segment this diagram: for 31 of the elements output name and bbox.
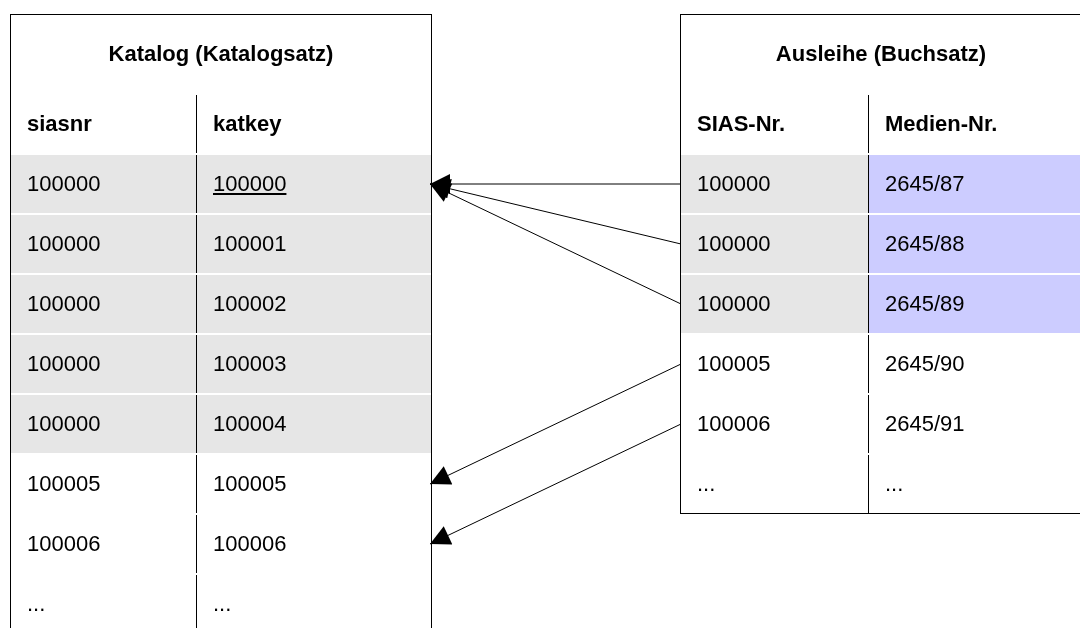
table-row — [681, 215, 1080, 273]
column-header: Medien-Nr. — [884, 110, 999, 138]
table-row — [11, 275, 431, 333]
table-cell: 2645/89 — [869, 275, 1080, 333]
table-row — [11, 395, 431, 453]
table-row — [681, 155, 1080, 213]
column-header: SIAS-Nr. — [681, 95, 869, 153]
table-cell: 100005 — [681, 335, 869, 393]
column-header: katkey — [212, 110, 283, 138]
table-cell: ... — [11, 575, 197, 628]
table-row — [681, 275, 1080, 333]
table-cell: ... — [681, 455, 869, 513]
table-cell: 100005 — [11, 455, 197, 513]
table-cell-text: ... — [884, 470, 905, 498]
column-header: siasnr — [11, 95, 197, 153]
table — [10, 14, 432, 628]
table-cell-text: 2645/91 — [884, 410, 966, 438]
table — [680, 14, 1080, 514]
table-cell: 100006 — [11, 515, 197, 573]
table-cell-text: 100005 — [212, 470, 288, 498]
table-cell: 2645/88 — [869, 215, 1080, 273]
table-cell-text: 100006 — [212, 530, 288, 558]
table-cell-text: ... — [212, 590, 233, 618]
table-title: Ausleihe (Buchsatz) — [774, 41, 988, 67]
table-title: Katalog (Katalogsatz) — [107, 41, 335, 67]
table-cell: 100006 — [681, 395, 869, 453]
table-row — [11, 335, 431, 393]
table-cell-text: 2645/90 — [884, 350, 966, 378]
table-row — [11, 155, 431, 213]
table-row — [11, 215, 431, 273]
table-cell: 2645/87 — [869, 155, 1080, 213]
